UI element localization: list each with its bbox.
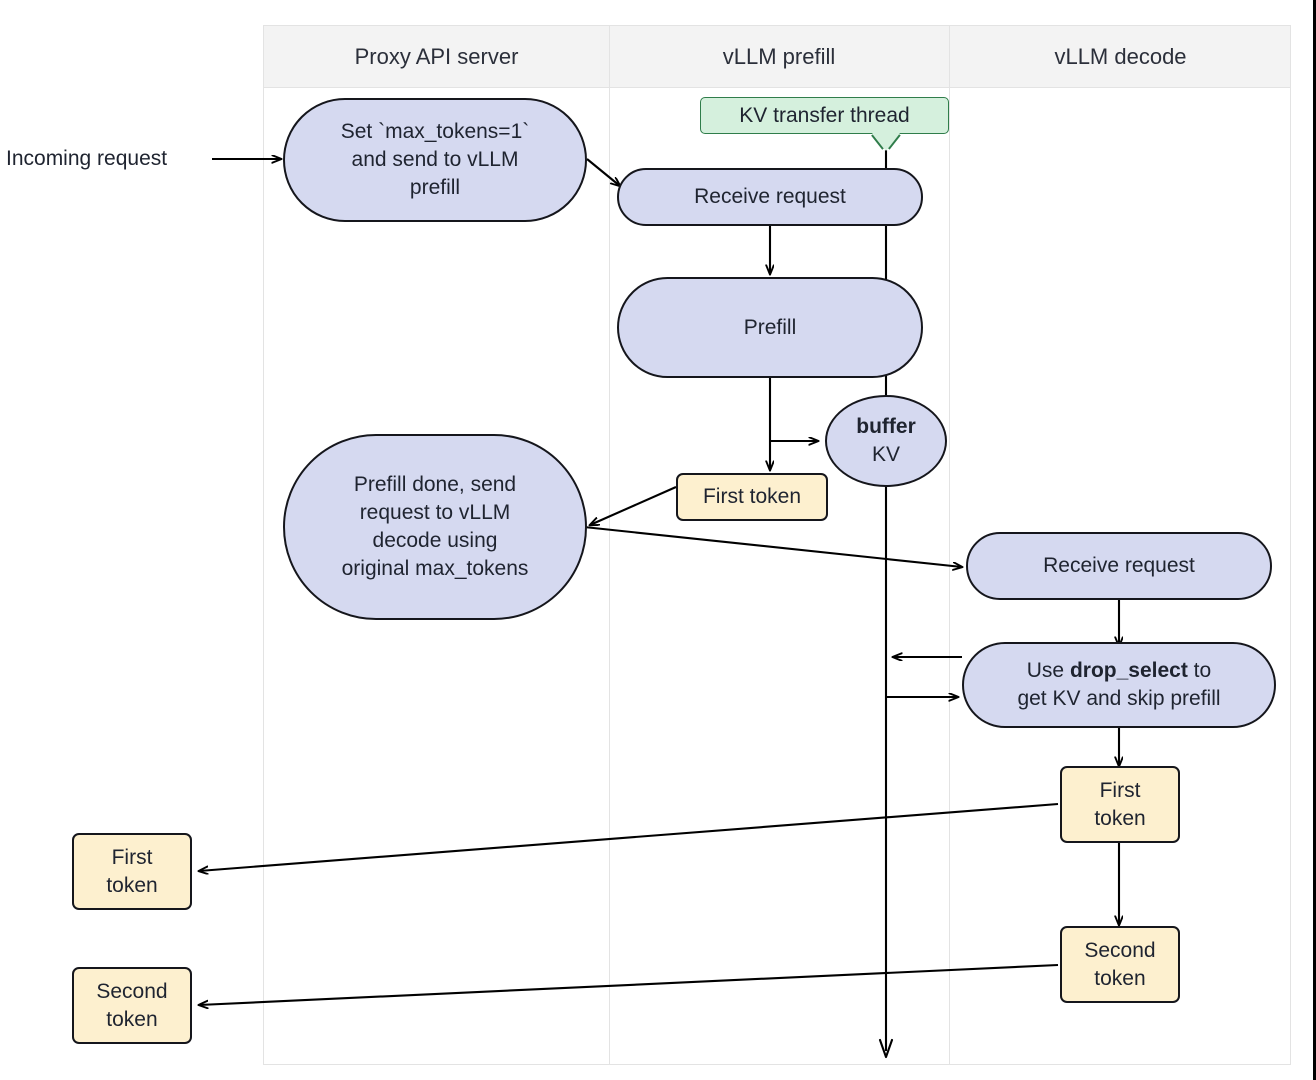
node-drop-select[interactable]: Use drop_select to get KV and skip prefi… — [962, 642, 1276, 728]
node-decode-second-token[interactable]: Second token — [1060, 926, 1180, 1003]
drop-select-post: to — [1187, 659, 1212, 683]
proxy-first-line-2: token — [106, 873, 158, 897]
prefill-receive-label: Receive request — [694, 185, 846, 209]
set-line-3: prefill — [409, 175, 461, 199]
node-kv-transfer-thread[interactable]: KV transfer thread — [700, 97, 949, 134]
proxy-second-line-1: Second — [96, 979, 168, 1003]
decode-second-line-1: Second — [1084, 938, 1156, 962]
done-line-2: request to vLLM — [359, 501, 511, 525]
drop-select-line-2: get KV and skip prefill — [1017, 687, 1221, 710]
node-prefill[interactable]: Prefill — [617, 277, 923, 378]
proxy-first-line-1: First — [111, 845, 153, 869]
decode-receive-label: Receive request — [1043, 554, 1195, 578]
kv-label: KV — [871, 443, 900, 466]
set-line-2: and send to vLLM — [351, 148, 519, 172]
decode-second-line-2: token — [1094, 966, 1146, 990]
prefill-label: Prefill — [743, 315, 797, 339]
done-line-1: Prefill done, send — [353, 473, 517, 497]
node-prefill-receive-request[interactable]: Receive request — [617, 168, 923, 226]
node-decode-first-token[interactable]: First token — [1060, 766, 1180, 843]
done-line-3: decode using — [372, 529, 498, 552]
incoming-request-label: Incoming request — [6, 147, 168, 171]
node-prefill-done[interactable]: Prefill done, send request to vLLM decod… — [283, 434, 587, 620]
node-proxy-second-token[interactable]: Second token — [72, 967, 192, 1044]
prefill-first-token-label: First token — [702, 485, 802, 509]
lane-header-band — [264, 26, 1290, 88]
done-line-4: original max_tokens — [341, 556, 529, 580]
decode-first-line-2: token — [1094, 806, 1146, 830]
decode-first-line-1: First — [1099, 778, 1141, 802]
drop-select-line-1: Use drop_select to — [1017, 657, 1220, 685]
node-prefill-first-token[interactable]: First token — [676, 473, 828, 521]
set-line-1: Set `max_tokens=1` — [340, 120, 530, 144]
proxy-second-line-2: token — [106, 1007, 158, 1031]
node-proxy-first-token[interactable]: First token — [72, 833, 192, 910]
lane-divider-1 — [609, 26, 610, 1064]
node-decode-receive-request[interactable]: Receive request — [966, 532, 1272, 600]
drop-select-keyword: drop_select — [1069, 659, 1188, 683]
lane-title-prefill: vLLM prefill — [722, 44, 836, 69]
drop-select-pre: Use — [1026, 659, 1070, 683]
node-buffer-kv[interactable]: buffer KV — [825, 395, 947, 487]
buffer-label: buffer — [856, 415, 916, 439]
lane-title-decode: vLLM decode — [1054, 44, 1187, 69]
lane-title-proxy: Proxy API server — [354, 44, 519, 69]
kv-transfer-thread-label: KV transfer thread — [739, 103, 910, 127]
lane-divider-2 — [949, 26, 950, 1064]
node-set-max-tokens[interactable]: Set `max_tokens=1` and send to vLLM pref… — [283, 98, 587, 222]
